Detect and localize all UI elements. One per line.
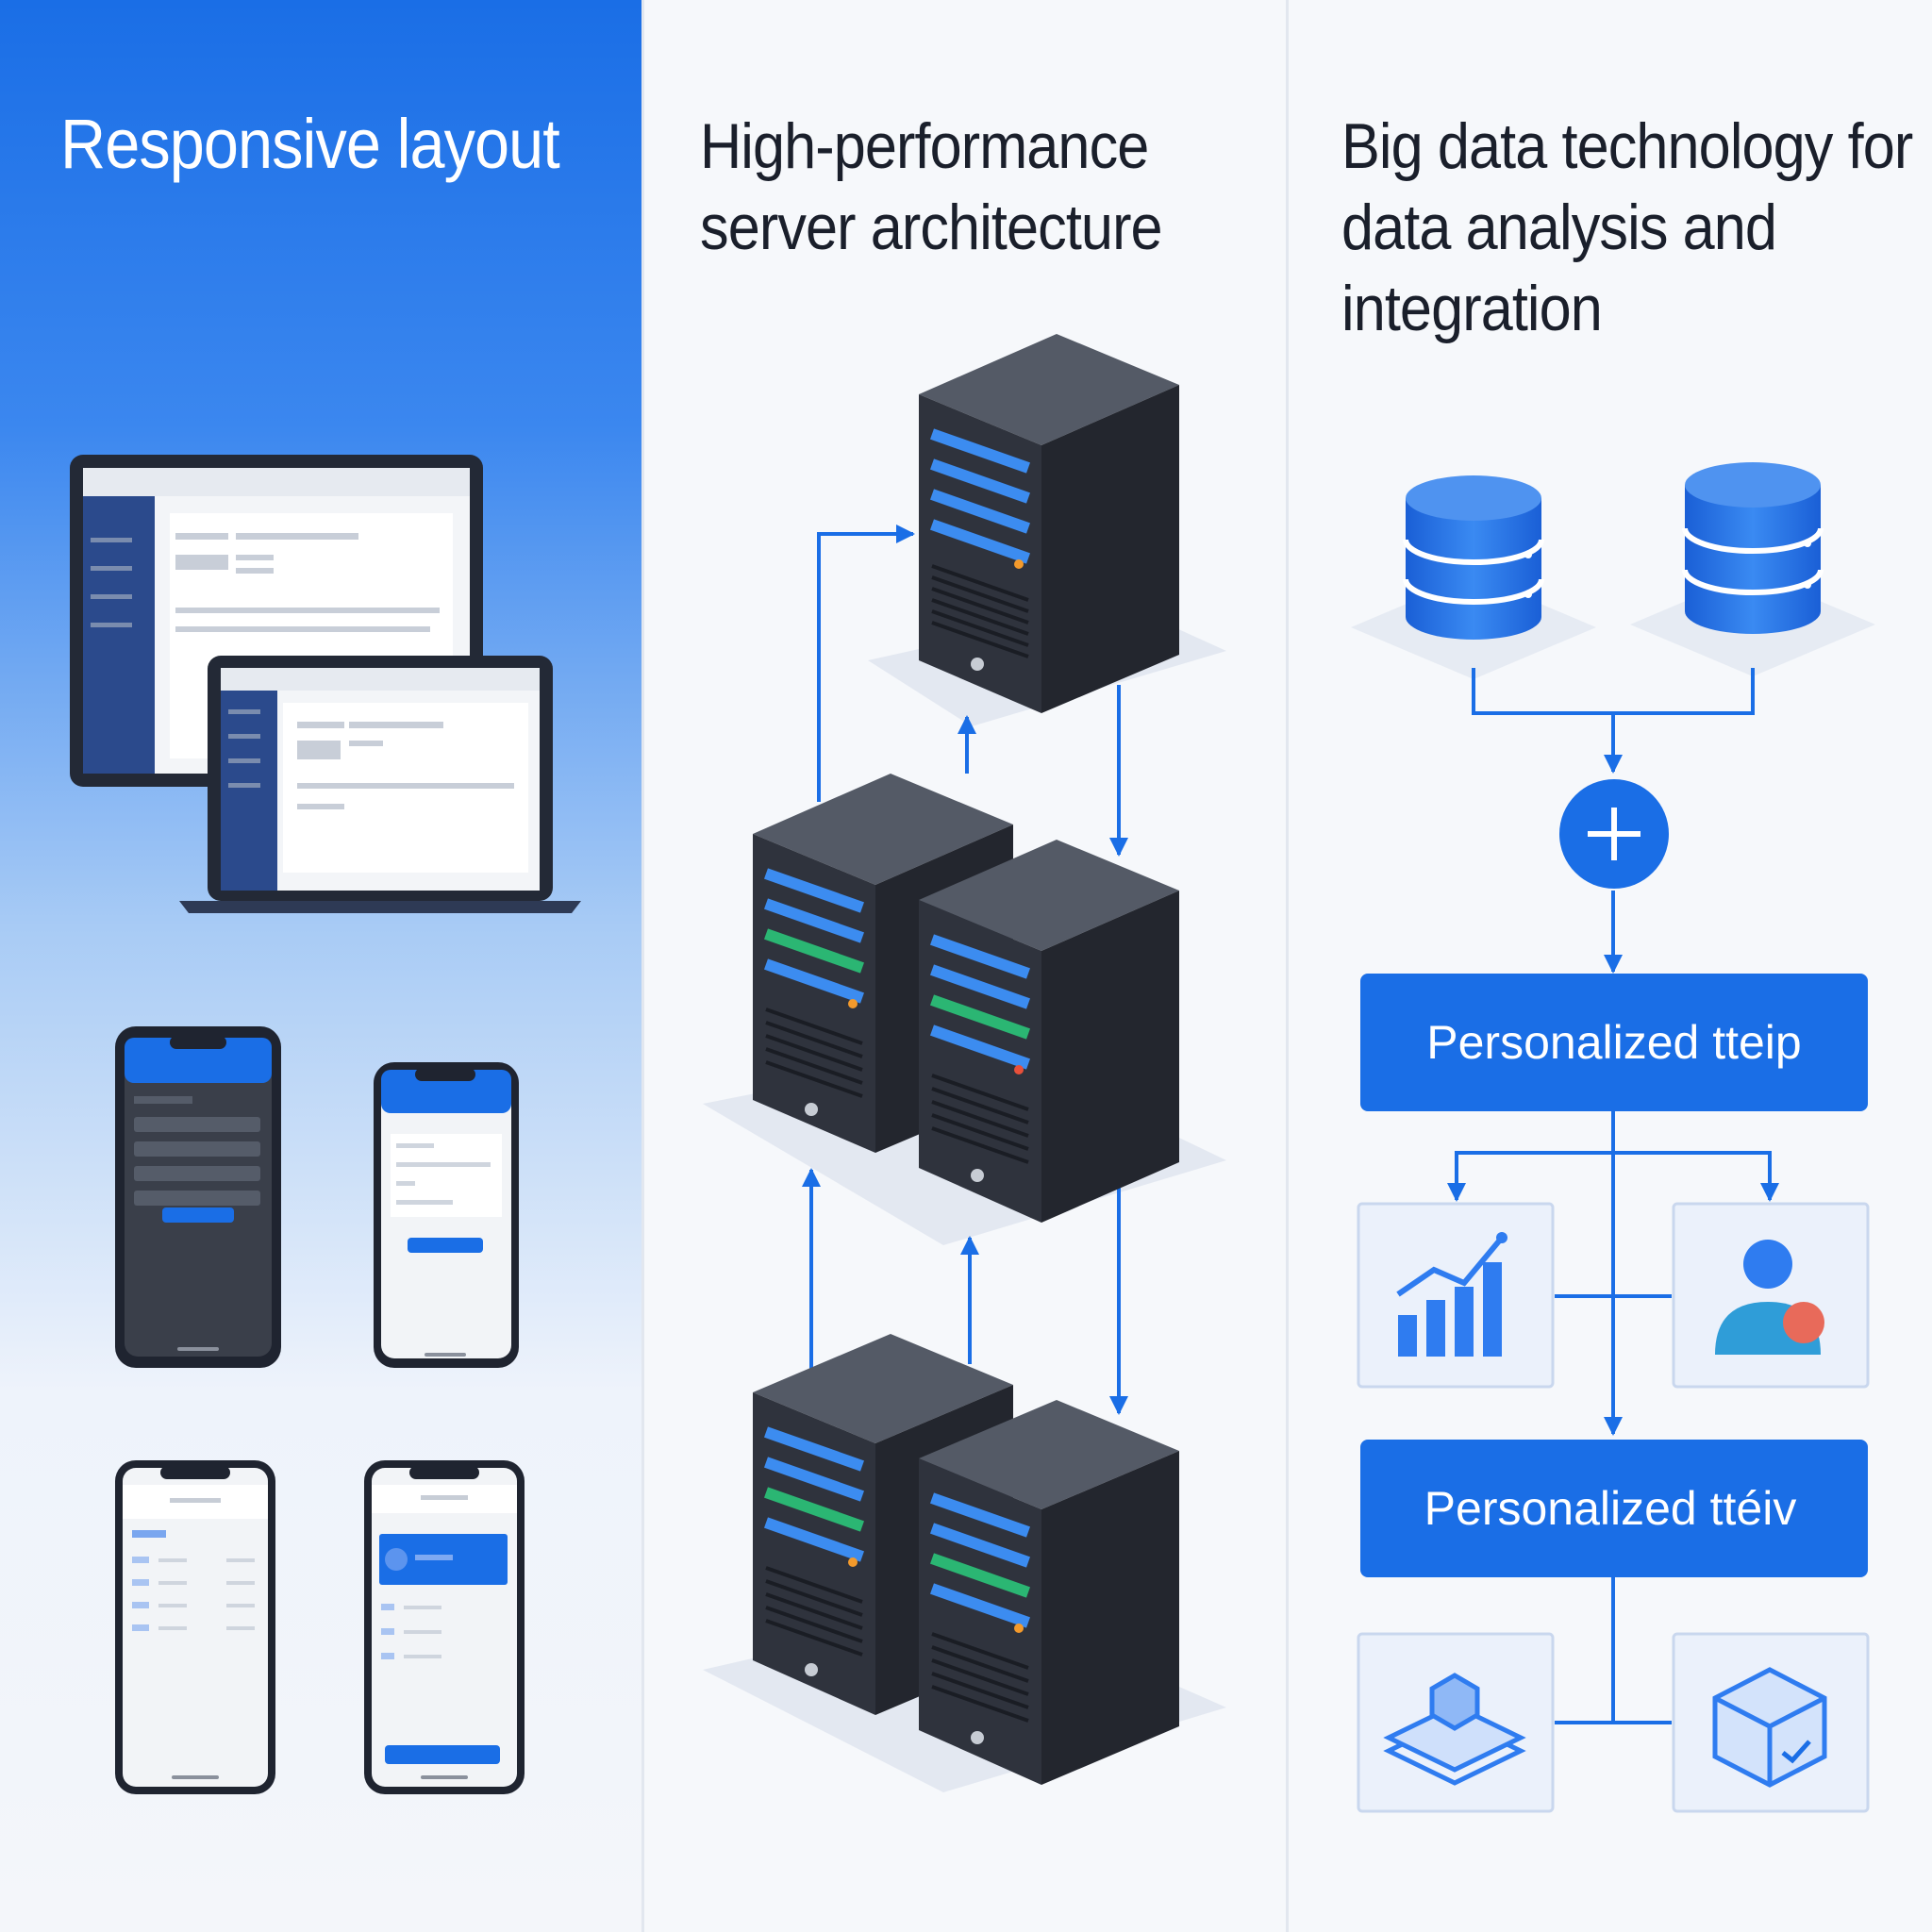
bar-chart-icon xyxy=(1396,1232,1507,1357)
server-architecture-title: High-performance server architecture xyxy=(700,110,1163,263)
plus-icon xyxy=(1559,779,1669,889)
network-arrows xyxy=(802,525,1128,1415)
phone-light xyxy=(374,1062,519,1368)
package-card xyxy=(1672,1632,1870,1813)
responsive-layout-title: Responsive layout xyxy=(60,105,560,183)
responsive-layout-column xyxy=(0,0,641,1932)
big-data-title: Big data technology for data analysis an… xyxy=(1341,110,1913,344)
database-icon xyxy=(1682,462,1824,634)
phone-list xyxy=(115,1460,275,1794)
personalized-box-1: Personalized tteip xyxy=(1360,974,1868,1111)
flow-connectors xyxy=(1447,668,1779,1724)
personalized-box-2: Personalized ttéiv xyxy=(1360,1440,1868,1577)
layers-icon xyxy=(1383,1673,1526,1786)
server-top xyxy=(919,334,1179,713)
analytics-card xyxy=(1357,1202,1555,1389)
package-icon xyxy=(1712,1667,1827,1788)
phone-dark xyxy=(115,1026,281,1368)
server-middle-front xyxy=(919,840,1179,1223)
user-icon xyxy=(1715,1240,1824,1355)
server-bottom-front xyxy=(919,1400,1179,1785)
database-icon xyxy=(1403,475,1544,640)
layers-card xyxy=(1357,1632,1555,1813)
column-divider xyxy=(641,0,644,1932)
personalized-box-1-label: Personalized tteip xyxy=(1426,1016,1801,1069)
user-card xyxy=(1672,1202,1870,1389)
laptop-device xyxy=(179,656,581,913)
personalized-box-2-label: Personalized ttéiv xyxy=(1424,1482,1797,1535)
phone-profile xyxy=(364,1460,525,1794)
column-divider xyxy=(1286,0,1289,1932)
